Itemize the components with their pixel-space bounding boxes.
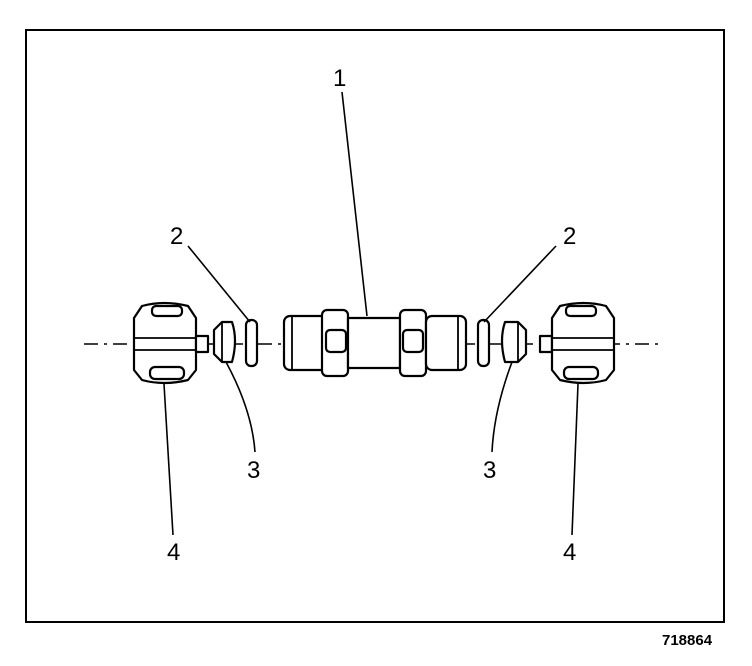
leader-line-1 (341, 91, 368, 317)
flare-nut-left (132, 301, 210, 385)
leader-line-4-right (571, 383, 579, 536)
flare-nut-right (538, 301, 616, 385)
callout-4-right: 4 (563, 539, 576, 566)
callout-1: 1 (333, 65, 346, 92)
washer-right (476, 318, 491, 368)
ferrule-left (212, 320, 237, 364)
callout-2-right: 2 (563, 223, 576, 250)
leader-line-3-right (491, 361, 513, 453)
callout-4-left: 4 (167, 539, 180, 566)
leader-line-2-left (187, 245, 251, 323)
callout-3-right: 3 (483, 457, 496, 484)
union-fitting (282, 308, 468, 378)
figure-id: 718864 (662, 632, 713, 649)
callout-2-left: 2 (170, 223, 183, 250)
figure-frame (25, 29, 725, 623)
ferrule-right (500, 320, 528, 364)
leader-line-3-left (225, 361, 256, 453)
callout-3-left: 3 (247, 457, 260, 484)
leader-line-2-right (483, 245, 557, 323)
washer-left (244, 318, 259, 368)
leader-line-4-left (163, 383, 174, 536)
